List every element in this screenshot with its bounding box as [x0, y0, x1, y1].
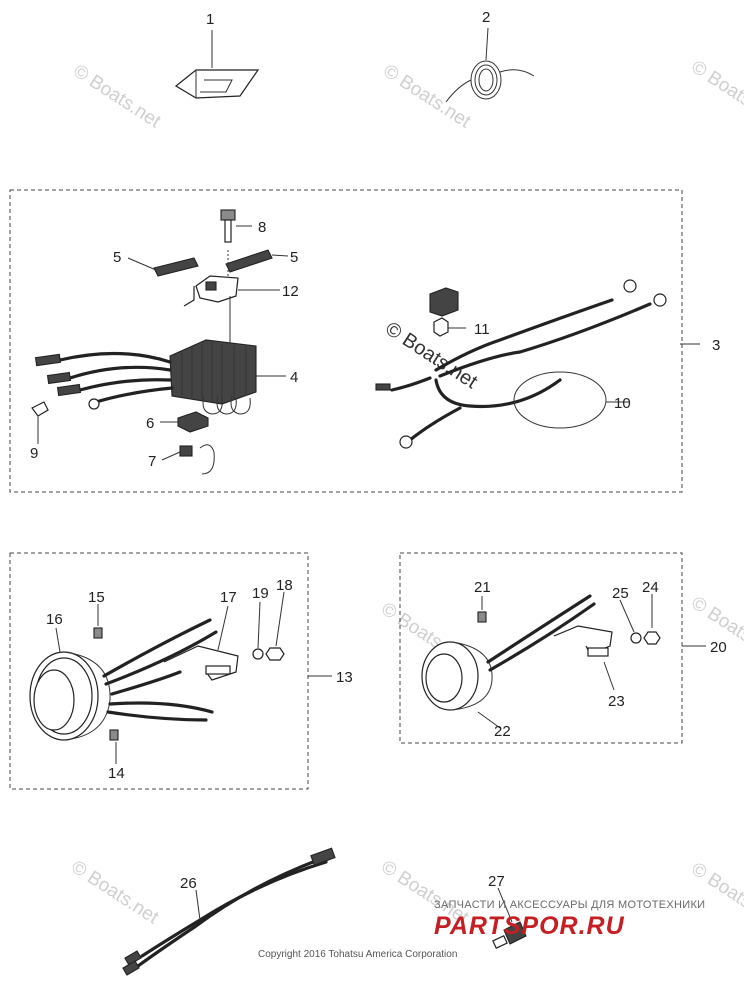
watermark-layer: © Boats.net © Boats.net © Boats.net © Bo…: [67, 57, 744, 931]
part-label-3: 3: [712, 337, 720, 354]
part-label-14: 14: [108, 765, 125, 782]
part-label-7: 7: [148, 453, 156, 470]
part-label-26: 26: [180, 875, 197, 892]
part-label-11: 11: [474, 321, 490, 338]
part-label-8: 8: [258, 219, 266, 236]
part-1-drawing: [174, 30, 260, 99]
part-label-2: 2: [482, 9, 490, 26]
part-label-24: 24: [642, 579, 659, 596]
group-box-3: [9, 189, 683, 493]
copyright-text: Copyright 2016 Tohatsu America Corporati…: [258, 949, 457, 960]
part-11-drawing: [429, 287, 466, 337]
gauge-13-drawing: [29, 591, 332, 764]
part-label-22: 22: [494, 723, 511, 740]
part-2-drawing: [445, 27, 535, 103]
part-6-7-drawing: [160, 411, 215, 475]
part-label-9: 9: [30, 445, 38, 462]
watermark-6: © Boats.net: [67, 857, 163, 929]
part-26-drawing: [122, 847, 336, 976]
promo-brand: PARTSPOR.RU: [434, 912, 625, 940]
group-box-20: [399, 552, 683, 744]
part-label-5a: 5: [113, 249, 121, 266]
watermark-dark: © Boats.net: [381, 318, 481, 394]
part-label-18: 18: [276, 577, 293, 594]
part-8-drawing: [220, 209, 252, 243]
part-label-12: 12: [282, 283, 299, 300]
part-label-1: 1: [206, 11, 214, 28]
part-label-27: 27: [488, 873, 505, 890]
part-label-15: 15: [88, 589, 105, 606]
watermark-2: © Boats.net: [379, 61, 475, 133]
watermark-3: © Boats.net: [687, 57, 744, 129]
part-4-drawing: [34, 339, 286, 415]
part-labels: 1 2 3 4 5 5 6 7 8 9 10 11 12 13 14 15 16…: [30, 9, 727, 892]
part-3-10-drawing: [375, 279, 700, 449]
part-label-19: 19: [252, 585, 269, 602]
part-label-23: 23: [608, 693, 625, 710]
part-label-6: 6: [146, 415, 154, 432]
part-label-16: 16: [46, 611, 63, 628]
part-12-drawing: [183, 250, 280, 348]
promo-tagline: ЗАПЧАСТИ И АКСЕССУАРЫ ДЛЯ МОТОТЕХНИКИ: [434, 899, 705, 911]
part-label-4: 4: [290, 369, 298, 386]
part-label-25: 25: [612, 585, 629, 602]
watermark-8: © Boats.net: [687, 859, 744, 931]
gauge-20-drawing: [421, 594, 706, 729]
part-label-17: 17: [220, 589, 237, 606]
part-label-20: 20: [710, 639, 727, 656]
part-label-5b: 5: [290, 249, 298, 266]
part-label-10: 10: [614, 395, 631, 412]
part-27-drawing: [492, 887, 527, 949]
part-5-drawing: [127, 249, 289, 277]
part-label-13: 13: [336, 669, 353, 686]
part-label-21: 21: [474, 579, 491, 596]
group-box-13: [9, 552, 309, 790]
watermark-1: © Boats.net: [69, 61, 165, 133]
part-9-drawing: [31, 401, 49, 444]
